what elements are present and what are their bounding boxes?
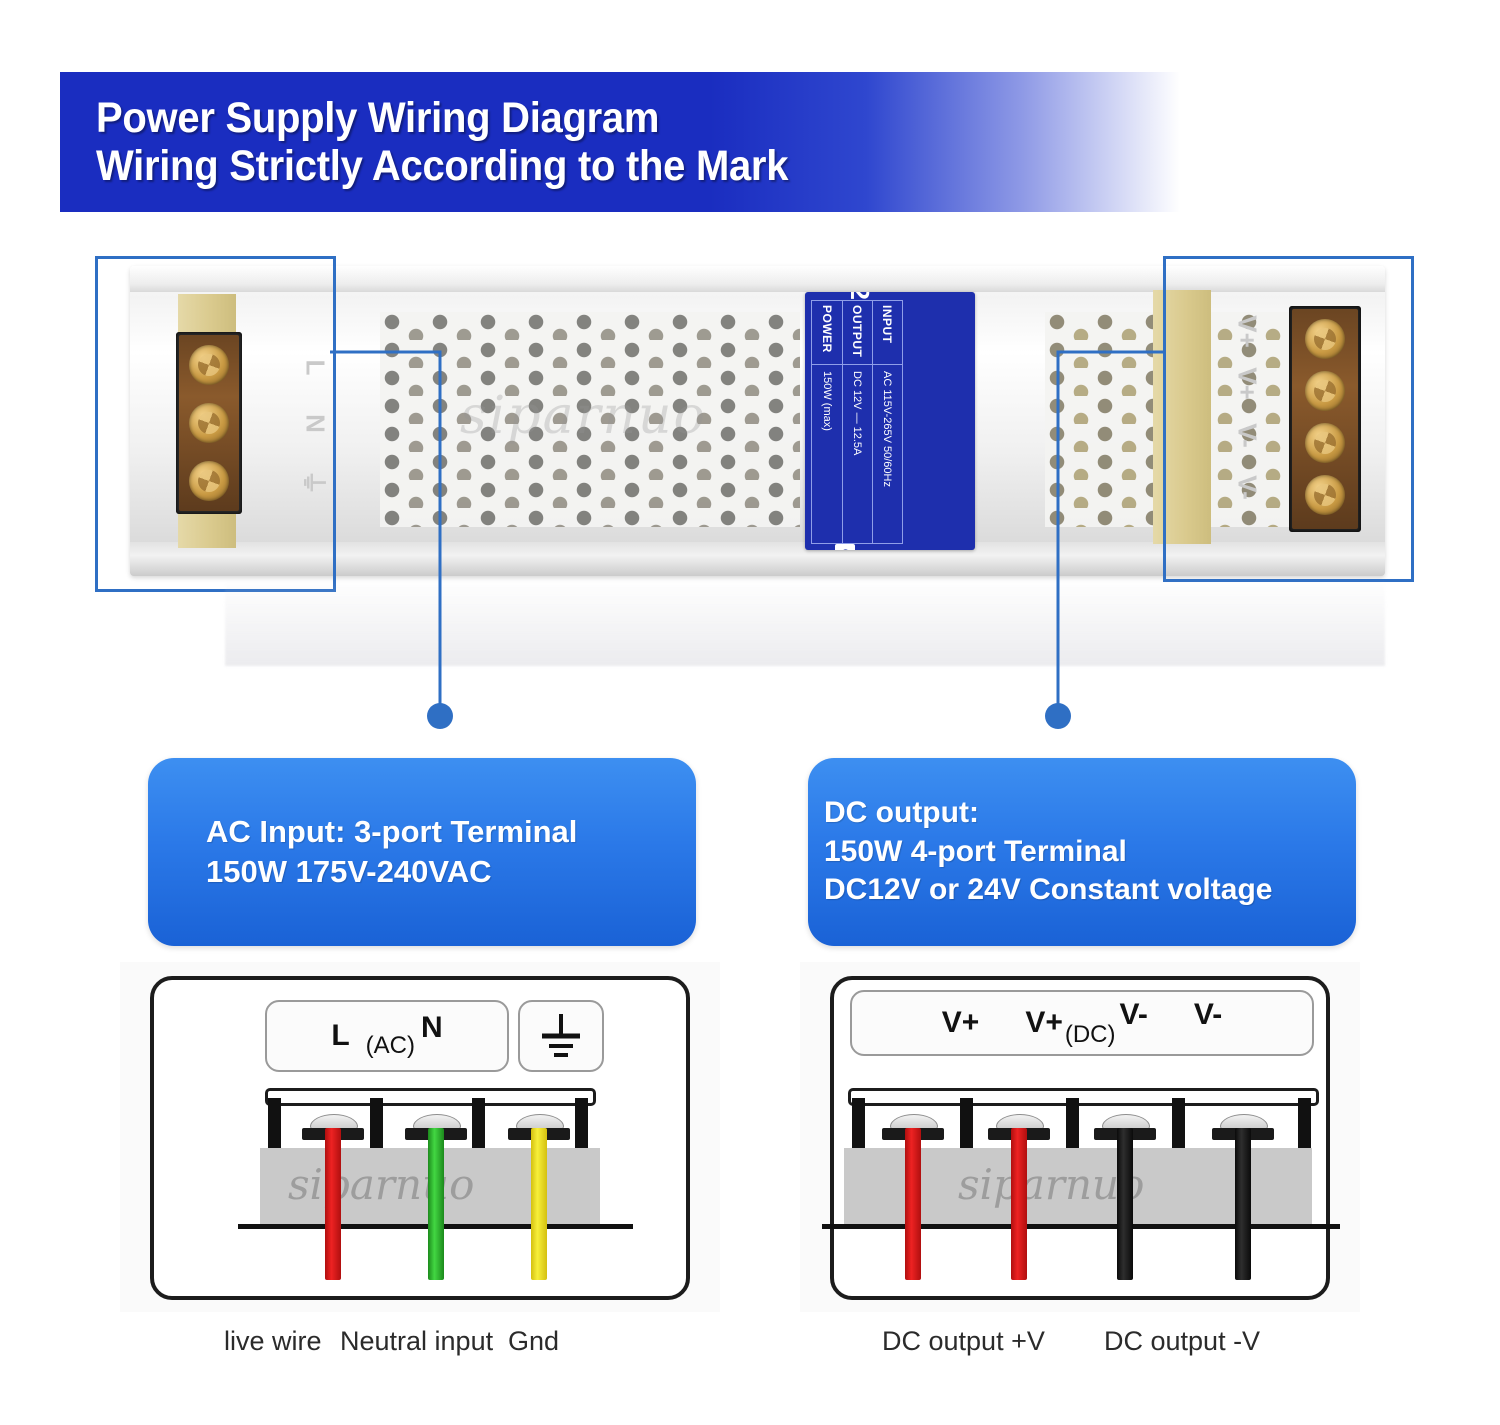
dc-strip-bar <box>848 1088 1319 1106</box>
ground-symbol-box <box>518 1000 604 1072</box>
ac-strip-leg-1 <box>268 1098 281 1150</box>
header-banner: Power Supply Wiring Diagram Wiring Stric… <box>60 72 1180 212</box>
ac-screw-2 <box>189 403 229 443</box>
ac-diagram-watermark: siparnuo <box>288 1160 475 1209</box>
callout-dc-output: DC output: 150W 4-port Terminal DC12V or… <box>808 758 1356 946</box>
spec-value-power: 150W (max) <box>821 371 833 431</box>
dc-wiring-diagram: V+ V+ (DC) V- V- siparnuo <box>800 962 1360 1312</box>
callout-dc-line-3: DC12V or 24V Constant voltage <box>824 873 1273 907</box>
spec-row-power: POWER 150W (max) <box>812 301 842 543</box>
product-reflection <box>225 578 1385 666</box>
earth-ground-icon <box>542 1014 580 1057</box>
dc-strip-leg-2 <box>960 1098 973 1150</box>
callout-dc-line-2: 150W 4-port Terminal <box>824 834 1127 868</box>
header-title-line-1: Power Supply Wiring Diagram <box>96 93 660 142</box>
ac-wiring-diagram: L (AC) N siparnuo <box>120 962 720 1312</box>
spec-value-input: AC 115V-265V 50/60Hz <box>881 371 894 487</box>
psu-top-rail <box>130 266 1385 292</box>
ac-wire-neutral <box>428 1128 444 1280</box>
certification-marks: CE FC RoHS <box>835 544 855 550</box>
spec-row-input: INPUT AC 115V-265V 50/60Hz <box>872 301 902 543</box>
dc-label-vminus-2: V- <box>1193 998 1223 1031</box>
dc-label-vplus-1: V+ <box>941 1006 980 1039</box>
highlight-rect-dc-terminal <box>1163 256 1414 582</box>
spec-key-power: POWER <box>812 301 842 365</box>
dc-diagram-watermark: siparnuo <box>958 1160 1145 1209</box>
callout-ac-line-2: 150W 175V-240VAC <box>206 854 492 889</box>
callout-ac-input: AC Input: 3-port Terminal 150W 175V-240V… <box>148 758 696 946</box>
ac-label-L: L <box>331 1019 350 1052</box>
ac-strip-bar <box>265 1088 596 1106</box>
product-label: LED POWER SUPPLY CB-150W-12 INPUT AC 115… <box>805 292 975 550</box>
dc-terminal-housing <box>1289 306 1361 532</box>
honeycomb-vent-left <box>380 312 800 527</box>
dc-screw-3 <box>1305 423 1345 463</box>
header-title-line-2: Wiring Strictly According to the Mark <box>96 142 789 190</box>
highlight-rect-ac-terminal <box>95 256 336 592</box>
brand-block: LED POWER SUPPLY <box>895 292 969 300</box>
ac-label-AC: (AC) <box>365 1032 415 1059</box>
spec-value-output: DC 12V — 12.5A <box>851 371 864 456</box>
dc-body-block <box>844 1148 1312 1226</box>
ac-screw-1 <box>189 345 229 385</box>
dc-label-vminus-1: V- <box>1119 998 1148 1031</box>
ac-screw-3 <box>189 461 229 501</box>
spec-key-output: OUTPUT <box>843 301 872 365</box>
dc-screw-1 <box>1305 319 1345 359</box>
brand-name: LED <box>925 292 969 300</box>
dc-screw-2 <box>1305 371 1345 411</box>
spec-row-output: OUTPUT DC 12V — 12.5A <box>842 301 872 543</box>
cert-ce-icon: CE <box>835 544 855 550</box>
ac-terminal-housing <box>176 332 242 514</box>
dc-terminal-label-box: V+ V+ (DC) V- V- <box>850 990 1314 1056</box>
dc-wire-vplus-1 <box>905 1128 921 1280</box>
ac-wire-live <box>325 1128 341 1280</box>
ac-wire-ground <box>531 1128 547 1280</box>
dc-wire-vplus-2 <box>1011 1128 1027 1280</box>
spec-key-input: INPUT <box>873 301 902 365</box>
dc-bottom-label-positive: DC output +V <box>882 1326 1045 1356</box>
product-photo: siparnuo L N ⏚ <box>95 248 1414 708</box>
ac-label-N: N <box>420 1011 443 1044</box>
dc-baseline <box>822 1224 1340 1229</box>
dc-label-DC: (DC) <box>1064 1021 1116 1048</box>
ac-terminal-block: L N ⏚ <box>140 294 360 548</box>
callout-ac-line-1: AC Input: 3-port Terminal <box>206 814 578 850</box>
ac-bottom-label-gnd: Gnd <box>508 1326 560 1356</box>
dc-wire-vminus-1 <box>1117 1128 1133 1280</box>
dc-terminal-inner <box>1292 309 1358 529</box>
model-number: CB-150W-12 <box>844 292 875 300</box>
dc-strip-leg-4 <box>1172 1098 1185 1150</box>
dc-label-vplus-2: V+ <box>1025 1006 1063 1039</box>
dc-strip-leg-5 <box>1298 1098 1311 1150</box>
ac-bottom-label-live: live wire <box>224 1326 322 1356</box>
ac-terminal-inner <box>179 335 239 511</box>
dc-wire-vminus-2 <box>1235 1128 1251 1280</box>
spec-table: INPUT AC 115V-265V 50/60Hz OUTPUT DC 12V… <box>811 300 903 544</box>
ac-strip-leg-2 <box>370 1098 383 1150</box>
brand-sub-power: POWER <box>901 292 924 300</box>
ac-strip-leg-4 <box>575 1098 588 1150</box>
callout-dc-line-1: DC output: <box>824 796 979 830</box>
dc-strip-leg-3 <box>1066 1098 1079 1150</box>
brand-sub-supply: SUPPLY <box>877 292 900 300</box>
dc-strip-leg-1 <box>852 1098 865 1150</box>
ac-strip-leg-3 <box>472 1098 485 1150</box>
ac-bottom-label-neutral: Neutral input <box>340 1326 494 1356</box>
ac-terminal-label-box: L (AC) N <box>265 1000 509 1072</box>
dc-bottom-label-negative: DC output -V <box>1104 1326 1261 1356</box>
dc-screw-4 <box>1305 475 1345 515</box>
